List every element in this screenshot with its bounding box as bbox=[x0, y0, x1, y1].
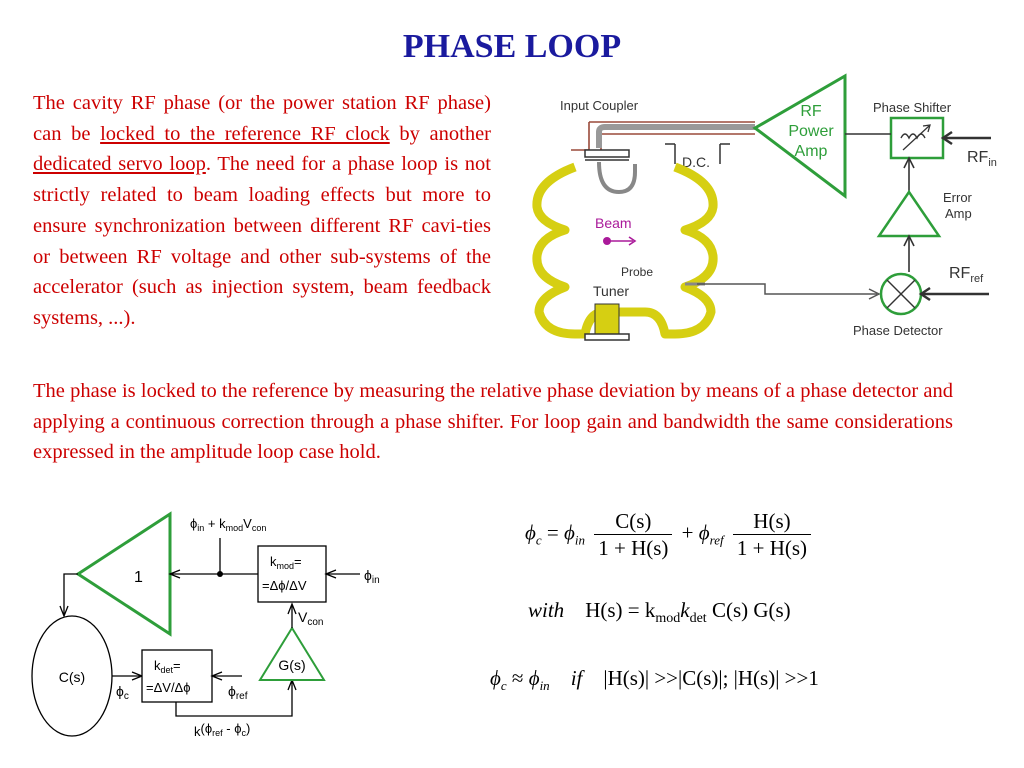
phi-c-label-left: ϕc bbox=[116, 683, 129, 702]
intro-text-2: by another bbox=[389, 122, 491, 145]
kmod-block bbox=[257, 545, 327, 603]
rf-amp-label-2: Power bbox=[788, 123, 834, 140]
kdet-label: kdet= bbox=[154, 658, 181, 675]
rf-power-amp bbox=[752, 73, 847, 200]
approximation-equation: ϕc ≈ ϕin if |H(s)| >>|C(s)|; |H(s)| >>1 bbox=[490, 666, 819, 694]
phase-detector-label: Phase Detector bbox=[853, 323, 943, 338]
unity-amp bbox=[75, 511, 172, 637]
intro-text-3: . The need for a phase loop is not stric… bbox=[33, 153, 491, 329]
phase-shifter-label: Phase Shifter bbox=[873, 100, 952, 115]
error-amp-label-2: Amp bbox=[945, 206, 972, 221]
intro-underline-1: locked to the reference RF clock bbox=[100, 122, 390, 145]
input-coupler-label: Input Coupler bbox=[560, 98, 639, 113]
phi-ref-label: ϕref bbox=[228, 683, 248, 702]
probe-to-detector bbox=[697, 283, 877, 295]
gs-block bbox=[258, 626, 326, 681]
cavity-phase-loop-diagram: D.C. Input Coupler Beam Probe Tuner RF P… bbox=[532, 73, 997, 341]
transfer-fraction-2: H(s)1 + H(s) bbox=[732, 508, 812, 561]
error-amp-label-1: Error bbox=[943, 190, 973, 205]
method-paragraph: The phase is locked to the reference by … bbox=[33, 380, 953, 464]
intro-text-1: The cavity RF phase (or the power statio… bbox=[33, 92, 491, 145]
phi-in-label-right: ϕin bbox=[364, 567, 380, 586]
rf-in-label: RFin bbox=[967, 149, 997, 169]
dc-label: D.C. bbox=[682, 154, 710, 170]
waveguide bbox=[596, 124, 755, 148]
transfer-fraction-1: C(s)1 + H(s) bbox=[594, 508, 673, 561]
phase-equation: ϕc = ϕin C(s)1 + H(s) + ϕref H(s)1 + H(s… bbox=[525, 508, 815, 561]
coupler-loop bbox=[597, 161, 637, 195]
cs-label: C(s) bbox=[59, 669, 85, 685]
dc-bracket-left bbox=[665, 143, 676, 164]
rf-amp-label-3: Amp bbox=[795, 143, 828, 160]
probe-label: Probe bbox=[621, 265, 653, 279]
open-loop-definition: with H(s) = kmodkdet C(s) G(s) bbox=[528, 598, 791, 627]
tuner-block bbox=[594, 303, 620, 335]
phase-loop-block-diagram: 1 C(s) ϕc kdet= =ΔV/Δϕ ϕref k(ϕref - ϕc)… bbox=[31, 511, 380, 739]
amp-gain-label: 1 bbox=[134, 569, 143, 586]
kdet-block bbox=[141, 649, 213, 703]
error-signal-label: k(ϕref - ϕc) bbox=[194, 721, 250, 739]
beam-label: Beam bbox=[595, 215, 632, 231]
cavity-body bbox=[532, 162, 718, 339]
vcon-label: Vcon bbox=[298, 609, 323, 628]
rf-amp-label-1: RF bbox=[800, 103, 822, 120]
error-amp bbox=[876, 189, 942, 238]
tuner-label: Tuner bbox=[593, 283, 629, 299]
kmod-label: kmod= bbox=[270, 554, 302, 571]
gs-label: G(s) bbox=[278, 657, 305, 673]
page-title: PHASE LOOP bbox=[402, 28, 622, 65]
kdet-ratio: =ΔV/Δϕ bbox=[146, 680, 191, 695]
coupler-line-inner bbox=[600, 133, 755, 150]
intro-underline-2: dedicated servo loop bbox=[33, 153, 206, 176]
phase-sum-label: ϕin + kmodVcon bbox=[190, 516, 266, 533]
intro-paragraph: The cavity RF phase (or the power statio… bbox=[33, 88, 491, 334]
rf-ref-label: RFref bbox=[949, 265, 984, 285]
dc-bracket-right bbox=[719, 143, 730, 164]
kmod-ratio: =Δϕ/ΔV bbox=[262, 578, 307, 593]
